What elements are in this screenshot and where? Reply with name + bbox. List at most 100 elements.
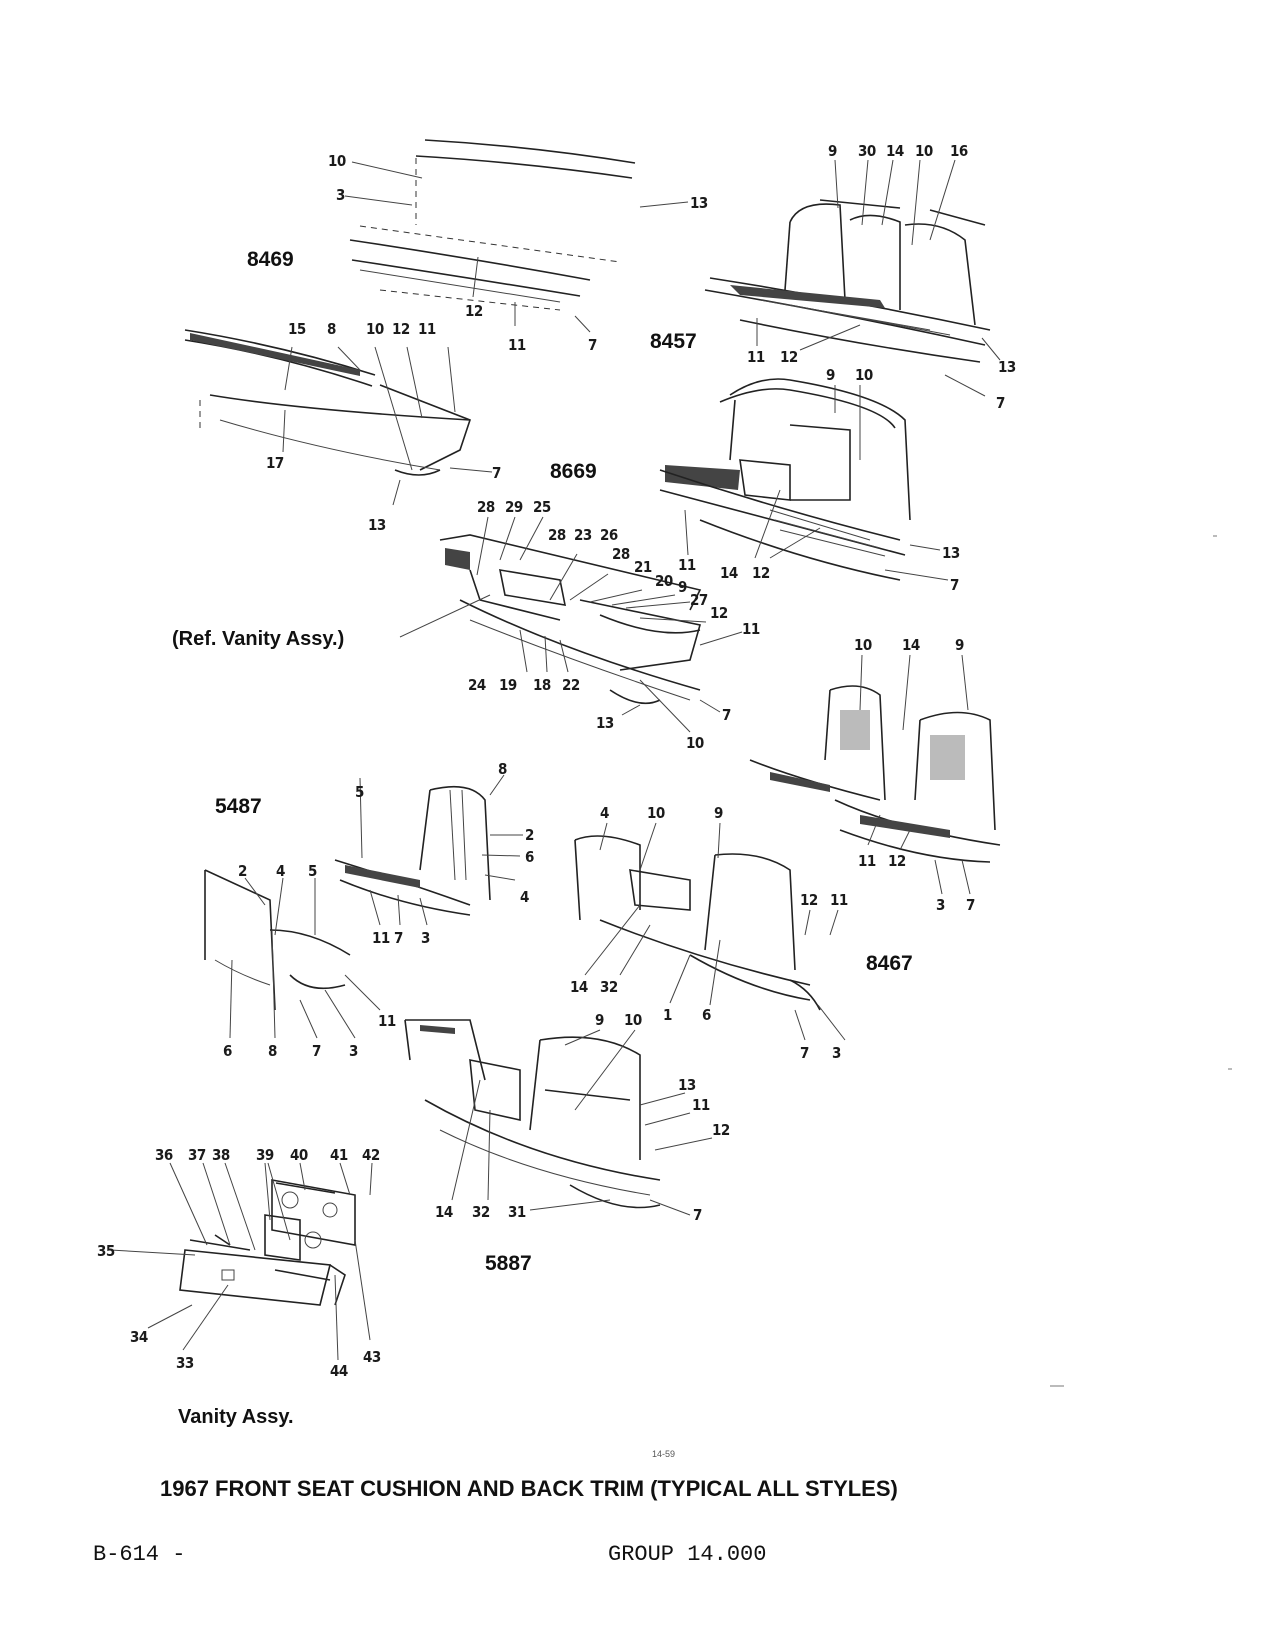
callout-8469-7: 7 [588, 336, 597, 354]
callout-5487-11b: 11 [378, 1012, 396, 1030]
seat-5887-drawing [404, 1019, 661, 1209]
callout-8669-9: 9 [826, 366, 835, 384]
callout-8467-14: 14 [570, 978, 588, 996]
callout-8469-12: 12 [465, 302, 483, 320]
callout-5487-5b: 5 [308, 862, 317, 880]
callout-vanity-37: 37 [188, 1146, 206, 1164]
callout-vanity-34: 34 [130, 1328, 148, 1346]
callout-bucket-9: 9 [955, 636, 964, 654]
callout-arm-13: 13 [596, 714, 614, 732]
callout-arm-12: 12 [710, 604, 728, 622]
figure-caption: 1967 FRONT SEAT CUSHION AND BACK TRIM (T… [160, 1476, 898, 1501]
callout-5887-10: 10 [624, 1011, 642, 1029]
callout-8469-11: 11 [508, 336, 526, 354]
bucket-seats-pair-drawing [749, 685, 1001, 863]
callout-5887-14: 14 [435, 1203, 453, 1221]
callout-arm-7: 7 [722, 706, 731, 724]
callout-8467-1: 1 [663, 1006, 672, 1024]
bench-seat-8469-drawing [349, 139, 636, 311]
callout-5887-31: 31 [508, 1203, 526, 1221]
scan-specks [1050, 535, 1232, 1387]
callout-5887-11: 11 [692, 1096, 710, 1114]
callout-5887-12: 12 [712, 1121, 730, 1139]
callout-8457-10: 10 [915, 142, 933, 160]
callout-8669-10: 10 [855, 366, 873, 384]
bench-seat-8457-drawing [704, 199, 991, 363]
callout-vanity-38: 38 [212, 1146, 230, 1164]
callout-5487-5a: 5 [355, 783, 364, 801]
seat-8467-drawing [574, 835, 821, 1011]
callout-5487-7b: 7 [312, 1042, 321, 1060]
style-code-8669: 8669 [550, 460, 597, 483]
callout-5887-9: 9 [595, 1011, 604, 1029]
callout-5487-8b: 8 [268, 1042, 277, 1060]
callout-8467-10: 10 [647, 804, 665, 822]
callout-8669-7: 7 [950, 576, 959, 594]
small-figure-mark: 14-59 [652, 1449, 675, 1459]
callout-arm-11: 11 [742, 620, 760, 638]
callout-5487-2b: 2 [238, 862, 247, 880]
callout-5887-7: 7 [693, 1206, 702, 1224]
style-code-8469: 8469 [247, 248, 294, 271]
callout-arm-20: 20 [655, 572, 673, 590]
callout-bucket-3: 3 [936, 896, 945, 914]
callout-bucket-14: 14 [902, 636, 920, 654]
callout-8457-30: 30 [858, 142, 876, 160]
callout-vanity-36: 36 [155, 1146, 173, 1164]
callout-arm-26: 26 [600, 526, 618, 544]
callout-8457-9: 9 [828, 142, 837, 160]
callout-vanity-44: 44 [330, 1362, 348, 1380]
callout-8467-7: 7 [800, 1044, 809, 1062]
callout-8669-14: 14 [720, 564, 738, 582]
callout-vanity-33: 33 [176, 1354, 194, 1372]
seat-back-section-drawing [184, 329, 471, 476]
callout-8457-11: 11 [747, 348, 765, 366]
bench-seat-armrest-drawing [439, 534, 702, 705]
callout-8669-11: 11 [678, 556, 696, 574]
callout-back-12: 12 [392, 320, 410, 338]
callout-5487-6b: 6 [223, 1042, 232, 1060]
callout-arm-28b: 28 [548, 526, 566, 544]
callout-back-13: 13 [368, 516, 386, 534]
callout-vanity-41: 41 [330, 1146, 348, 1164]
callout-vanity-39: 39 [256, 1146, 274, 1164]
callout-arm-18: 18 [533, 676, 551, 694]
callout-arm-29a: 29 [505, 498, 523, 516]
leader-lines [109, 159, 1001, 1361]
callout-bucket-11: 11 [858, 852, 876, 870]
callout-8467-3: 3 [832, 1044, 841, 1062]
callout-arm-27: 27 [690, 591, 708, 609]
callout-arm-28a: 28 [477, 498, 495, 516]
callout-5487-2a: 2 [525, 826, 534, 844]
callout-vanity-43: 43 [363, 1348, 381, 1366]
bench-seat-8669-drawing [659, 378, 911, 581]
callout-arm-24: 24 [468, 676, 486, 694]
callout-vanity-35: 35 [97, 1242, 115, 1260]
callout-back-17: 17 [266, 454, 284, 472]
callout-8467-6: 6 [702, 1006, 711, 1024]
vanity-assembly-drawing [179, 1179, 356, 1306]
callout-arm-19: 19 [499, 676, 517, 694]
callout-arm-21: 21 [634, 558, 652, 576]
callout-back-8: 8 [327, 320, 336, 338]
callout-vanity-42: 42 [362, 1146, 380, 1164]
callout-8669-12: 12 [752, 564, 770, 582]
callout-bucket-7: 7 [966, 896, 975, 914]
callout-vanity-40: 40 [290, 1146, 308, 1164]
callout-8467-32: 32 [600, 978, 618, 996]
callout-5487-4a: 4 [520, 888, 529, 906]
callout-5487-8a: 8 [498, 760, 507, 778]
callout-arm-10: 10 [686, 734, 704, 752]
footer-page-number: B-614 - [93, 1542, 185, 1567]
callout-5887-13: 13 [678, 1076, 696, 1094]
callout-5487-3b: 3 [349, 1042, 358, 1060]
callout-5887-32: 32 [472, 1203, 490, 1221]
callout-8457-16: 16 [950, 142, 968, 160]
bucket-seat-5487-drawing [204, 785, 491, 1011]
footer-group-number: GROUP 14.000 [608, 1542, 766, 1567]
callout-8467-11: 11 [830, 891, 848, 909]
callout-arm-28c: 28 [612, 545, 630, 563]
callout-numbers: 10 3 13 12 11 7 9 30 14 10 16 11 12 13 7… [97, 142, 1016, 1380]
callout-arm-9: 9 [678, 578, 687, 596]
